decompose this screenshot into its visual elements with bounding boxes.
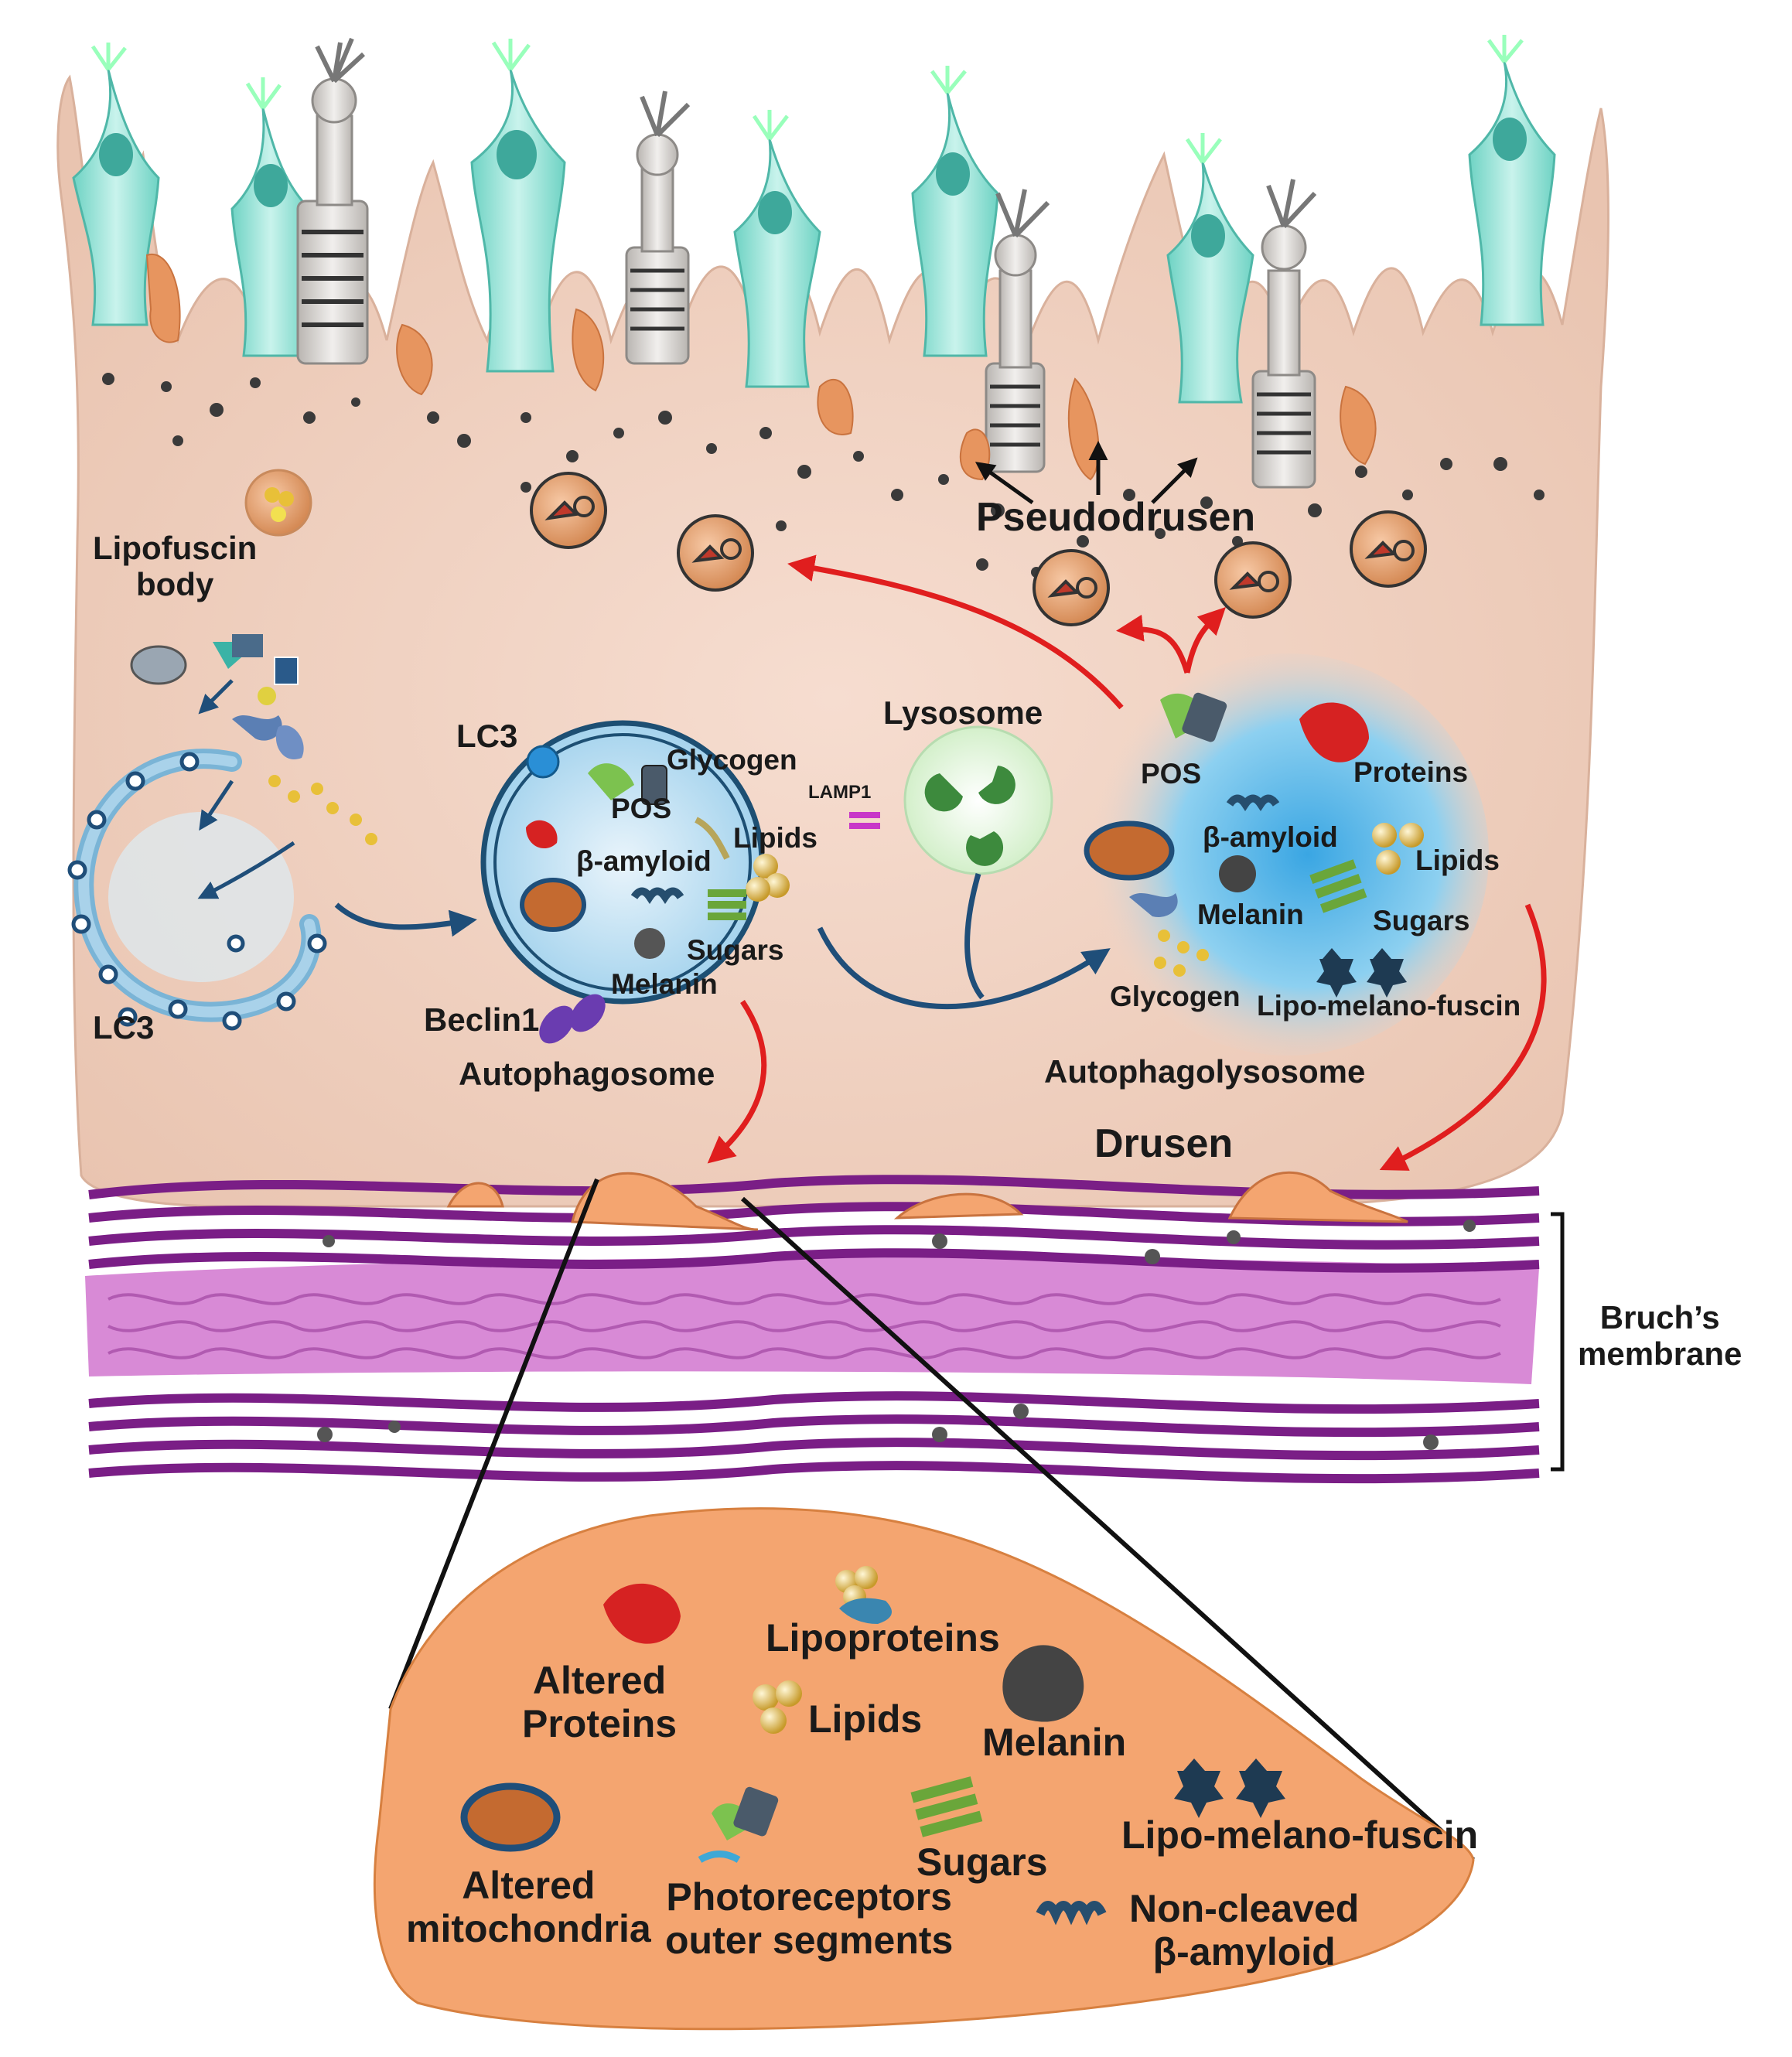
label-al-lipids: Lipids — [1415, 844, 1500, 876]
label-pos: POS — [611, 793, 672, 824]
drusen-inset — [373, 1507, 1475, 2031]
label-lipofuscin-body: Lipofuscin body — [93, 530, 257, 602]
inset-label-photoreceptors: Photoreceptors outer segments — [665, 1875, 953, 1962]
autophagolysosome — [1084, 653, 1489, 1056]
label-bruchs-membrane: Bruch’s membrane — [1578, 1299, 1742, 1372]
vesicle — [1350, 510, 1427, 588]
cone-cell — [985, 189, 1050, 473]
inset-label-lipo-melano-fuscin: Lipo-melano-fuscin — [1121, 1813, 1479, 1857]
label-bruch-line2: membrane — [1578, 1336, 1743, 1373]
drusen-deposit — [1227, 1172, 1408, 1223]
inset-non-cleaved-line1: Non-cleaved — [1129, 1887, 1360, 1930]
inset-non-cleaved-line2: β-amyloid — [1152, 1930, 1336, 1973]
vesicle — [1033, 549, 1110, 626]
label-autophagolysosome: Autophagolysosome — [1044, 1053, 1366, 1090]
bruchs-membrane — [85, 1172, 1540, 1484]
rod-cell — [1166, 133, 1254, 404]
label-lc3-bottom: LC3 — [93, 1009, 155, 1046]
label-lamp1: LAMP1 — [808, 782, 872, 803]
inset-altered-mito-line2: mitochondria — [406, 1907, 651, 1950]
inset-photoreceptors-line1: Photoreceptors — [666, 1875, 952, 1919]
pseudodrusen-arrows — [975, 441, 1198, 505]
inset-label-altered-proteins: Altered Proteins — [522, 1659, 677, 1745]
inset-label-lipoproteins: Lipoproteins — [766, 1616, 1000, 1660]
cone-cell — [625, 90, 691, 365]
phagosome-vesicles — [530, 472, 1427, 626]
rod-cell — [72, 43, 160, 326]
vesicle — [530, 472, 607, 549]
red-arrows — [707, 554, 1547, 1171]
inset-altered-proteins-line2: Proteins — [522, 1702, 678, 1745]
label-bruch-line1: Bruch’s — [1599, 1299, 1720, 1336]
label-pseudodrusen: Pseudodrusen — [976, 495, 1256, 540]
label-sugars: Sugars — [687, 934, 784, 966]
label-glycogen: Glycogen — [667, 744, 797, 776]
inset-label-non-cleaved: Non-cleaved β-amyloid — [1129, 1887, 1359, 1973]
inset-label-melanin: Melanin — [982, 1721, 1127, 1764]
lipofuscin-vesicle — [244, 469, 312, 537]
label-lysosome: Lysosome — [883, 694, 1043, 731]
inset-label-lipids: Lipids — [808, 1697, 923, 1741]
vesicle — [677, 514, 754, 592]
vesicle — [1214, 541, 1292, 619]
inset-altered-proteins-line1: Altered — [532, 1659, 667, 1702]
label-al-proteins: Proteins — [1353, 756, 1469, 788]
label-beclin1: Beclin1 — [424, 1001, 540, 1038]
label-autophagosome: Autophagosome — [459, 1056, 715, 1092]
label-lipids: Lipids — [733, 822, 817, 854]
rod-cell — [911, 66, 999, 357]
drusen-deposit — [446, 1182, 504, 1208]
label-beta-amyloid: β-amyloid — [576, 845, 712, 877]
subretinal-deposits — [145, 253, 1377, 481]
cone-cell — [1251, 179, 1317, 489]
bruch-bracket — [1551, 1212, 1565, 1472]
label-al-beta-amyloid: β-amyloid — [1203, 821, 1338, 853]
label-al-melanin: Melanin — [1197, 899, 1304, 930]
label-melanin: Melanin — [611, 968, 718, 1000]
label-lipofuscin-line1: Lipofuscin — [93, 530, 258, 566]
inset-label-sugars: Sugars — [916, 1840, 1048, 1884]
inset-altered-mito-line1: Altered — [462, 1864, 596, 1907]
label-al-lipo-melano-fuscin: Lipo-melano-fuscin — [1257, 990, 1521, 1022]
cone-cell — [296, 37, 369, 365]
autophagosome — [480, 720, 790, 1044]
label-al-pos: POS — [1141, 758, 1202, 790]
drusen-deposit — [893, 1192, 1024, 1220]
rod-cell — [470, 39, 566, 373]
rod-cell — [1468, 35, 1556, 326]
inset-label-altered-mitochondria: Altered mitochondria — [406, 1864, 651, 1950]
inset-photoreceptors-line2: outer segments — [665, 1919, 954, 1962]
autophagy-flow-arrows — [334, 873, 1111, 1010]
label-lipofuscin-line2: body — [136, 566, 214, 603]
label-al-glycogen: Glycogen — [1110, 981, 1241, 1012]
melanosome-dots — [102, 373, 1545, 578]
label-drusen: Drusen — [1094, 1121, 1234, 1166]
zoom-lines — [388, 1178, 1476, 1862]
rod-cell — [230, 77, 311, 357]
phagophore — [67, 634, 377, 1031]
label-lc3-top: LC3 — [456, 718, 518, 754]
lysosome — [849, 725, 1053, 875]
photoreceptors-layer — [72, 35, 1556, 489]
rod-cell — [733, 110, 821, 388]
label-al-sugars: Sugars — [1373, 905, 1470, 936]
